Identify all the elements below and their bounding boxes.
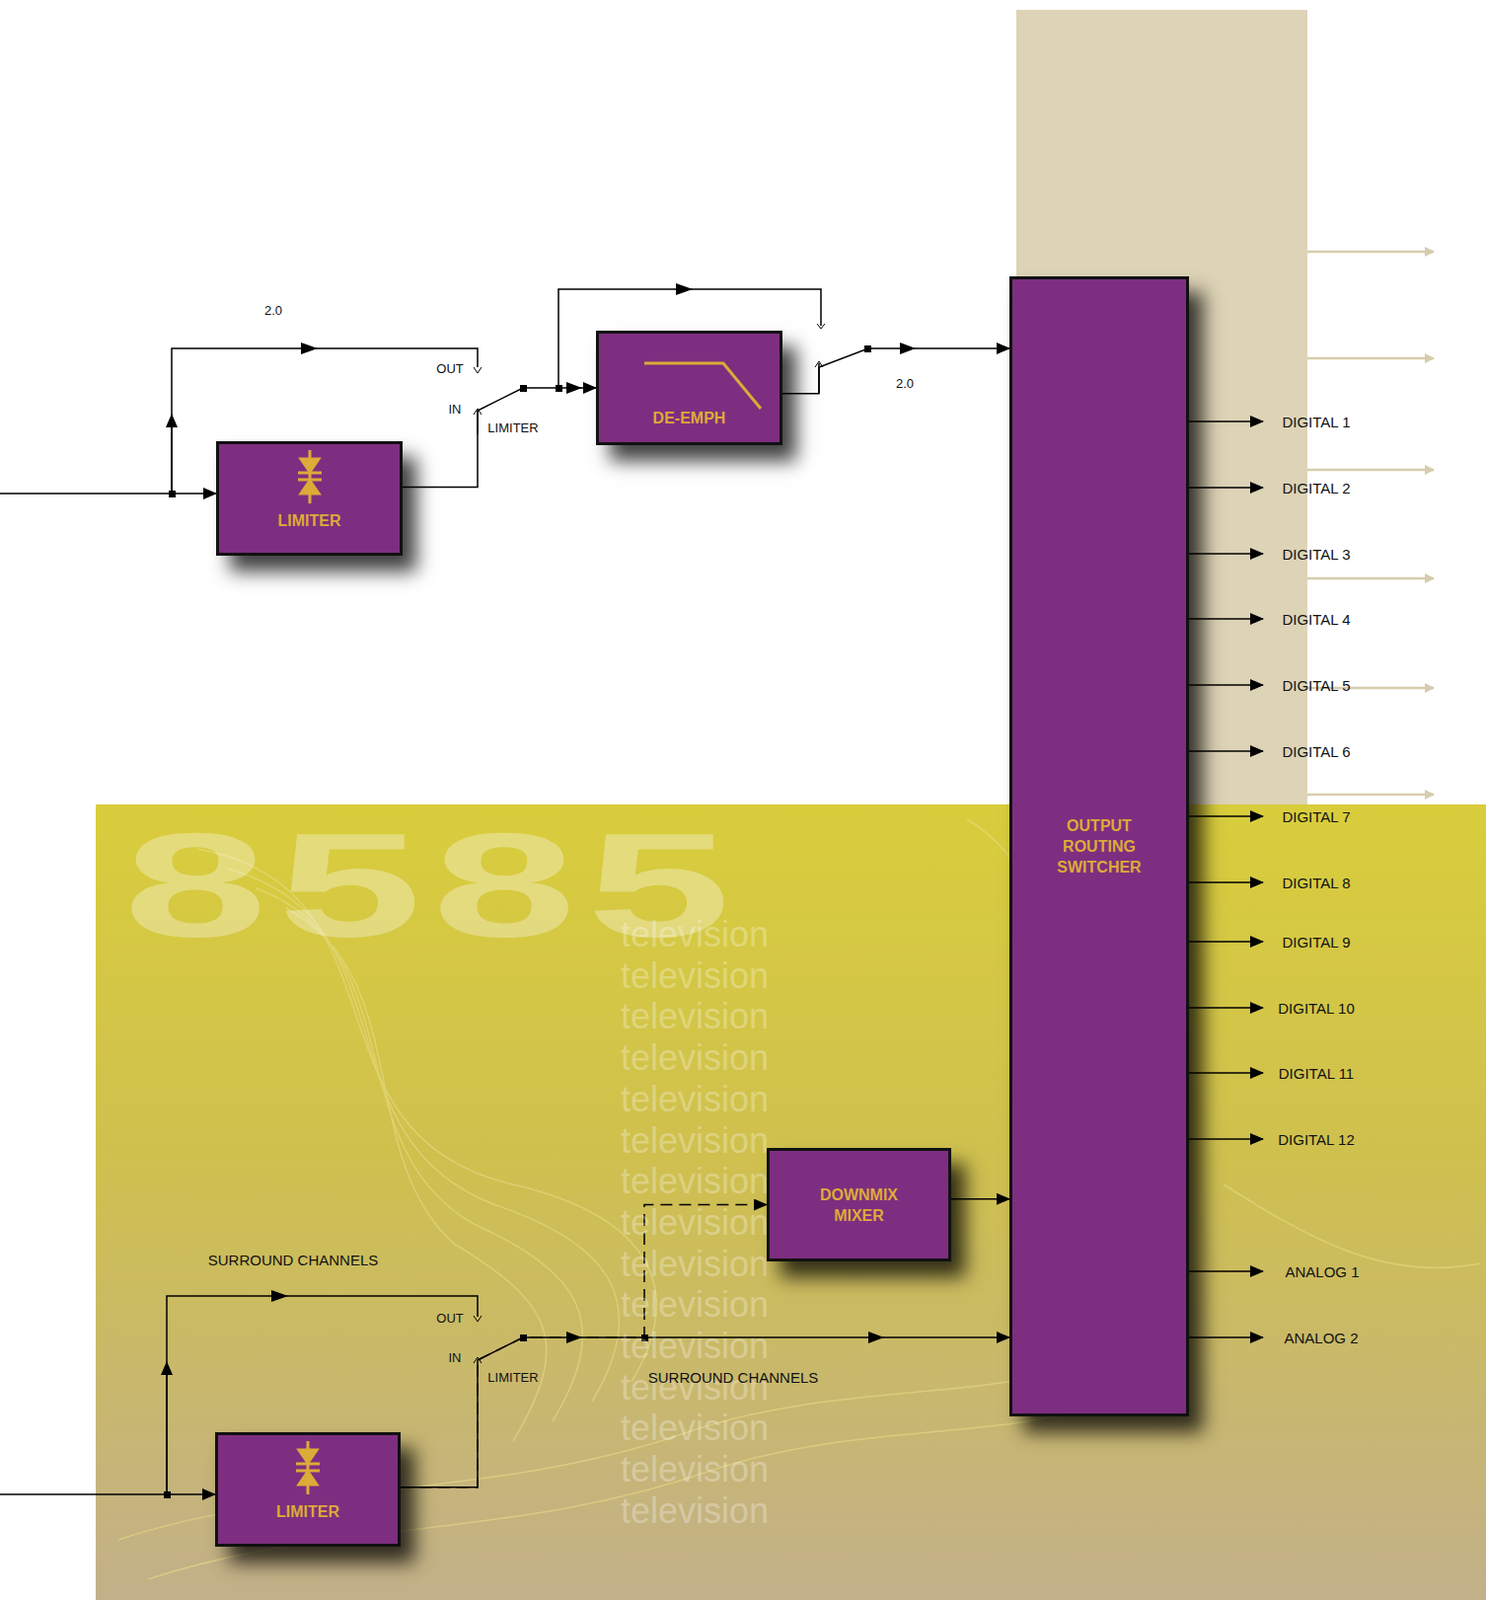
watermark: television <box>620 1160 769 1202</box>
watermark: television <box>620 995 769 1038</box>
box-label: LIMITER <box>276 1500 340 1522</box>
watermark: television <box>620 1325 769 1367</box>
output-label: ANALOG 1 <box>1284 1263 1359 1280</box>
signal-connector <box>782 348 1010 394</box>
output-label: ANALOG 2 <box>1283 1329 1358 1346</box>
signal-label: OUT <box>436 361 463 376</box>
limiter-symbol <box>291 1438 325 1496</box>
signal-label: SURROUND CHANNELS <box>208 1251 379 1268</box>
watermark: television <box>620 1243 769 1285</box>
output-label: DIGITAL 10 <box>1277 999 1355 1017</box>
output-label: DIGITAL 1 <box>1281 413 1350 431</box>
output-label: DIGITAL 5 <box>1281 676 1350 694</box>
box-label: LIMITER <box>278 510 342 531</box>
output-label: DIGITAL 3 <box>1281 545 1350 563</box>
watermark: television <box>620 955 769 997</box>
output-label: DIGITAL 9 <box>1281 933 1350 951</box>
signal-label: IN <box>448 401 462 417</box>
box-label: DOWNMIX MIXER <box>806 1184 912 1226</box>
output-label: DIGITAL 12 <box>1277 1130 1355 1148</box>
output-label: DIGITAL 11 <box>1278 1064 1354 1082</box>
watermark: television <box>620 1119 769 1162</box>
process-box: DE-EMPH <box>595 330 783 446</box>
watermark: television <box>620 913 769 956</box>
process-box: LIMITER <box>215 1431 401 1547</box>
watermark: television <box>620 1201 769 1244</box>
signal-label: IN <box>448 1349 462 1365</box>
signal-connector <box>951 1197 1010 1200</box>
signal-label: SURROUND CHANNELS <box>648 1368 819 1386</box>
signal-connector <box>402 387 596 487</box>
box-label: DE-EMPH <box>653 407 727 429</box>
process-box: LIMITER <box>216 441 403 556</box>
signal-label: LIMITER <box>487 1369 538 1385</box>
box-label: OUTPUT ROUTING SWITCHER <box>1048 815 1150 878</box>
watermark: television <box>620 1489 769 1532</box>
signal-label: 2.0 <box>264 302 283 318</box>
watermark: television <box>620 1037 769 1079</box>
process-box: DOWNMIX MIXER <box>766 1147 952 1262</box>
output-label: DIGITAL 2 <box>1281 479 1350 497</box>
watermark: television <box>620 1407 769 1449</box>
limiter-symbol <box>293 447 327 506</box>
filter-curve <box>642 357 771 413</box>
output-label: DIGITAL 4 <box>1281 610 1350 628</box>
signal-label: LIMITER <box>487 420 538 436</box>
output-label: DIGITAL 8 <box>1281 874 1350 892</box>
output-label: DIGITAL 7 <box>1281 808 1350 825</box>
process-box: OUTPUT ROUTING SWITCHER <box>1009 276 1189 1416</box>
signal-label: OUT <box>436 1310 463 1326</box>
watermark: television <box>620 1078 769 1120</box>
signal-label: 2.0 <box>895 375 914 391</box>
output-label: DIGITAL 6 <box>1281 743 1350 760</box>
watermark: television <box>620 1448 769 1490</box>
watermark: television <box>620 1283 769 1326</box>
